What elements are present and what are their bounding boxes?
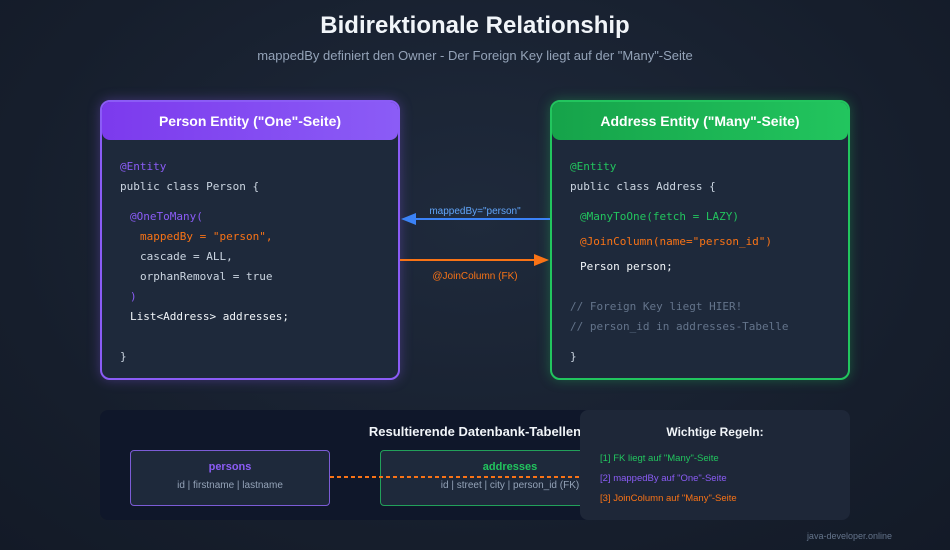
db-tables-title: Resultierende Datenbank-Tabellen — [368, 424, 582, 439]
join-column-arrowhead — [534, 254, 549, 266]
code-line: @JoinColumn(name="person_id") — [580, 235, 773, 248]
code-line: cascade = ALL, — [140, 250, 233, 263]
code-line: mappedBy = "person", — [140, 230, 273, 243]
person-entity-card: Person Entity ("One"-Seite) @Entity publ… — [100, 100, 400, 380]
rules-panel: Wichtige Regeln: [1] FK liegt auf "Many"… — [580, 410, 850, 520]
table-columns: id | firstname | lastname — [177, 480, 283, 491]
code-comment: // Foreign Key liegt HIER! — [570, 300, 743, 313]
table-columns: id | street | city | person_id (FK) — [440, 480, 580, 491]
code-line: ) — [130, 290, 137, 303]
page-subtitle: mappedBy definiert den Owner - Der Forei… — [257, 48, 693, 63]
person-entity-title: Person Entity ("One"-Seite) — [102, 102, 398, 140]
join-column-label: @JoinColumn (FK) — [432, 271, 518, 282]
table-name: persons — [208, 461, 252, 473]
footer-watermark: java-developer.online — [806, 531, 892, 541]
mapped-by-label: mappedBy="person" — [429, 206, 521, 217]
rule-item: [2] mappedBy auf "One"-Seite — [600, 473, 727, 484]
table-name: addresses — [482, 461, 538, 473]
code-comment: // person_id in addresses-Tabelle — [570, 320, 789, 333]
rule-item: [1] FK liegt auf "Many"-Seite — [600, 453, 719, 464]
code-line: } — [570, 350, 577, 363]
code-line: public class Person { — [120, 180, 260, 193]
code-line: Person person; — [580, 260, 673, 273]
code-line: List<Address> addresses; — [130, 310, 289, 323]
page-title: Bidirektionale Relationship — [320, 12, 630, 39]
fk-dashed-line — [330, 476, 590, 478]
mapped-by-arrowhead — [401, 213, 416, 225]
rules-title: Wichtige Regeln: — [666, 425, 764, 439]
code-line: } — [120, 350, 127, 363]
code-line: public class Address { — [570, 180, 716, 193]
address-entity-card: Address Entity ("Many"-Seite) @Entity pu… — [550, 100, 850, 380]
code-line: @ManyToOne(fetch = LAZY) — [580, 210, 739, 223]
persons-table: persons id | firstname | lastname — [130, 450, 330, 506]
code-line: orphanRemoval = true — [140, 270, 273, 283]
code-line: @OneToMany( — [130, 210, 203, 223]
rule-item: [3] JoinColumn auf "Many"-Seite — [600, 493, 737, 504]
code-line: @Entity — [570, 160, 617, 173]
code-line: @Entity — [120, 160, 167, 173]
address-entity-title: Address Entity ("Many"-Seite) — [552, 102, 848, 140]
